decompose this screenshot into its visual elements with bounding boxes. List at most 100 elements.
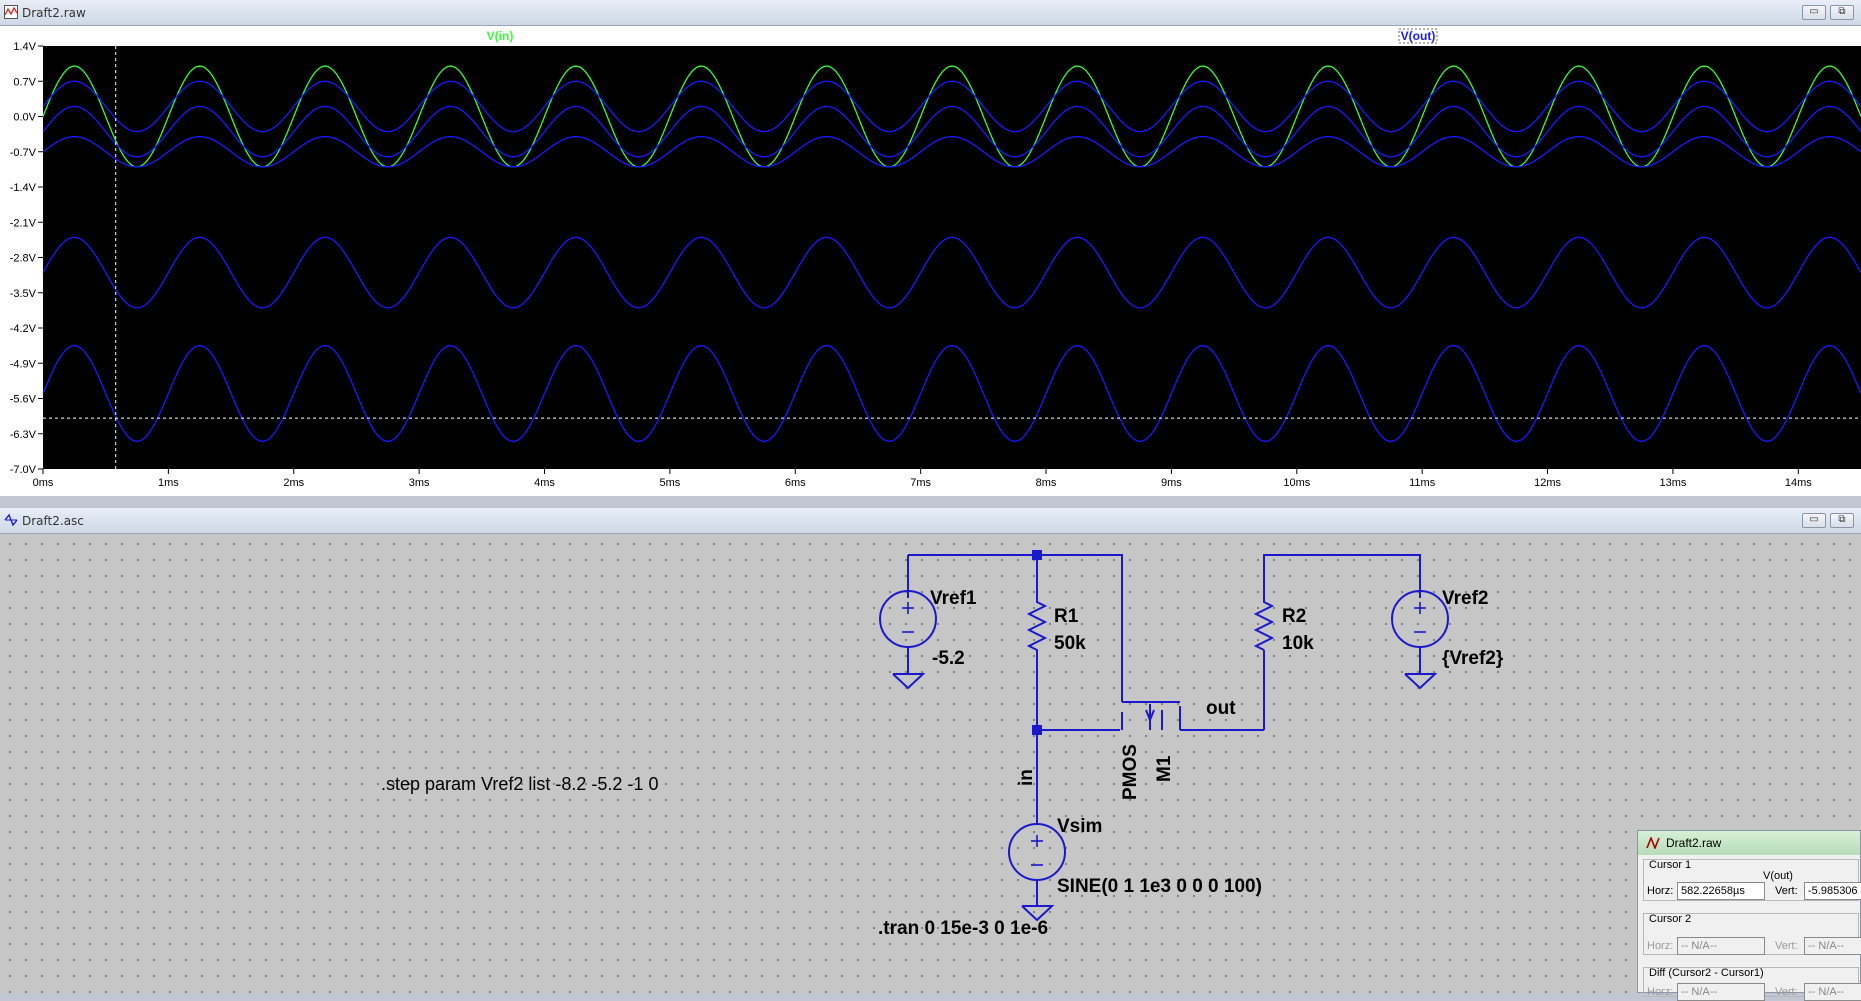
vsim-value-label[interactable]: SINE(0 1 1e3 0 0 0 100) xyxy=(1057,876,1262,897)
vref1-ground xyxy=(892,673,926,690)
cursor2-group: Cursor 2 Horz: -- N/A-- Vert: -- N/A-- xyxy=(1643,913,1861,955)
series-line-3[interactable] xyxy=(42,135,1861,168)
ltspice-logo-icon xyxy=(1646,837,1660,849)
cursor-panel-titlebar[interactable]: Draft2.raw xyxy=(1638,831,1860,855)
cursor1-label: Cursor 1 xyxy=(1649,859,1692,871)
y-tick-label: -4.2V xyxy=(10,323,37,335)
series-line-2[interactable] xyxy=(42,105,1861,158)
r1-value-label[interactable]: 50k xyxy=(1054,633,1086,654)
series-line-0[interactable] xyxy=(42,65,1861,168)
x-tick-label: 14ms xyxy=(1785,477,1812,489)
y-tick-label: -6.3V xyxy=(10,429,37,441)
trace-label-selection xyxy=(1398,28,1438,44)
schematic-drawing[interactable] xyxy=(0,534,1861,993)
schematic-window: Draft2.asc ▭ ⧉ xyxy=(0,508,1861,993)
waveform-app-icon xyxy=(4,5,18,19)
x-tick-label: 3ms xyxy=(409,477,430,489)
cursor2-horz-label: Horz: xyxy=(1647,940,1674,952)
cursor-panel[interactable]: Draft2.raw Cursor 1 V(out) Horz: 582.226… xyxy=(1637,830,1861,1001)
cursor1-horz-field[interactable]: 582.22658µs xyxy=(1677,882,1765,900)
in-net-label[interactable]: in xyxy=(1016,769,1037,786)
plot-background[interactable] xyxy=(43,46,1861,469)
vref2-source-symbol[interactable] xyxy=(1391,590,1449,648)
vref2-name-label[interactable]: Vref2 xyxy=(1442,588,1489,609)
restore-button[interactable]: ▭ xyxy=(1802,5,1826,20)
cursor-panel-title: Draft2.raw xyxy=(1666,836,1722,850)
vsim-ground xyxy=(1021,905,1055,922)
tran-directive[interactable]: .tran 0 15e-3 0 1e-6 xyxy=(878,918,1049,939)
out-net-label[interactable]: out xyxy=(1206,698,1236,719)
cursor1-horz-label: Horz: xyxy=(1647,885,1674,897)
diff-vert-field[interactable]: -- N/A-- xyxy=(1804,983,1861,1001)
r2-value-label[interactable]: 10k xyxy=(1282,633,1314,654)
series-line-1[interactable] xyxy=(42,80,1861,133)
schematic-app-icon xyxy=(4,513,18,527)
r2-name-label[interactable]: R2 xyxy=(1282,606,1307,627)
m1-model-label[interactable]: PMOS xyxy=(1120,744,1141,800)
schematic-maximize-button[interactable]: ⧉ xyxy=(1830,513,1854,528)
m1-name-label[interactable]: M1 xyxy=(1154,755,1175,782)
cursor2-horz-field[interactable]: -- N/A-- xyxy=(1677,937,1765,955)
resistor-r2[interactable] xyxy=(1253,554,1421,651)
x-tick-label: 7ms xyxy=(910,477,931,489)
vref1-source-symbol[interactable] xyxy=(879,590,937,648)
step-directive[interactable]: .step param Vref2 list -8.2 -5.2 -1 0 xyxy=(381,774,659,794)
cursor1-trace-label: V(out) xyxy=(1763,870,1793,882)
y-tick-label: -5.6V xyxy=(10,394,37,406)
y-tick-label: 0.7V xyxy=(13,76,36,88)
cursor1-group: Cursor 1 V(out) Horz: 582.22658µs Vert: … xyxy=(1643,859,1861,901)
waveform-titlebar[interactable]: Draft2.raw ▭ ⧉ xyxy=(0,0,1861,26)
x-tick-label: 6ms xyxy=(785,477,806,489)
schematic-titlebar[interactable]: Draft2.asc ▭ ⧉ xyxy=(0,508,1861,534)
cursor1-vert-field[interactable]: -5.985306 xyxy=(1804,882,1861,900)
y-tick-label: 1.4V xyxy=(13,41,36,53)
diff-label: Diff (Cursor2 - Cursor1) xyxy=(1649,967,1764,979)
maximize-icon: ⧉ xyxy=(1838,514,1846,525)
vref2-value-label[interactable]: {Vref2} xyxy=(1442,648,1504,669)
vsim-name-label[interactable]: Vsim xyxy=(1057,816,1103,837)
schematic-canvas[interactable]: Vref1 -5.2 R1 50k R2 10k Vref2 {Vref2} o… xyxy=(0,534,1861,993)
x-tick-label: 11ms xyxy=(1409,477,1436,489)
y-tick-label: -7.0V xyxy=(10,464,37,476)
vref1-value-label[interactable]: -5.2 xyxy=(932,648,965,669)
diff-vert-label: Vert: xyxy=(1775,986,1798,998)
series-line-5[interactable] xyxy=(42,344,1861,442)
x-tick-label: 2ms xyxy=(283,477,304,489)
x-tick-label: 10ms xyxy=(1283,477,1310,489)
maximize-button[interactable]: ⧉ xyxy=(1830,5,1854,20)
waveform-window-title: Draft2.raw xyxy=(22,6,86,20)
x-tick-label: 4ms xyxy=(534,477,555,489)
maximize-icon: ⧉ xyxy=(1838,6,1846,17)
y-tick-label: -2.1V xyxy=(10,217,37,229)
cursor2-vert-field[interactable]: -- N/A-- xyxy=(1804,937,1861,955)
wire-top-left[interactable] xyxy=(908,554,1123,702)
cursor2-vert-label: Vert: xyxy=(1775,940,1798,952)
x-tick-label: 13ms xyxy=(1659,477,1686,489)
schematic-window-title: Draft2.asc xyxy=(22,514,84,528)
resistor-r1[interactable] xyxy=(1026,597,1048,730)
restore-icon: ▭ xyxy=(1809,514,1819,525)
diff-horz-field[interactable]: -- N/A-- xyxy=(1677,983,1765,1001)
x-tick-label: 0ms xyxy=(33,477,54,489)
restore-icon: ▭ xyxy=(1809,6,1819,17)
y-tick-label: -1.4V xyxy=(10,182,37,194)
cursor1-vert-label: Vert: xyxy=(1775,885,1798,897)
waveform-chart[interactable]: 1.4V0.7V0.0V-0.7V-1.4V-2.1V-2.8V-3.5V-4.… xyxy=(0,26,1861,496)
x-tick-label: 5ms xyxy=(660,477,681,489)
x-tick-label: 8ms xyxy=(1036,477,1057,489)
x-tick-label: 1ms xyxy=(158,477,179,489)
diff-horz-label: Horz: xyxy=(1647,986,1674,998)
x-tick-label: 12ms xyxy=(1534,477,1561,489)
r1-name-label[interactable]: R1 xyxy=(1054,606,1079,627)
vref1-name-label[interactable]: Vref1 xyxy=(930,588,977,609)
trace-label-1[interactable]: V(out) xyxy=(1401,29,1436,43)
cursor2-label: Cursor 2 xyxy=(1649,913,1692,925)
schematic-restore-button[interactable]: ▭ xyxy=(1802,513,1826,528)
y-tick-label: -0.7V xyxy=(10,147,37,159)
junction-top xyxy=(1032,550,1042,560)
x-tick-label: 9ms xyxy=(1161,477,1182,489)
trace-label-0[interactable]: V(in) xyxy=(487,29,514,43)
series-line-4[interactable] xyxy=(42,236,1861,309)
